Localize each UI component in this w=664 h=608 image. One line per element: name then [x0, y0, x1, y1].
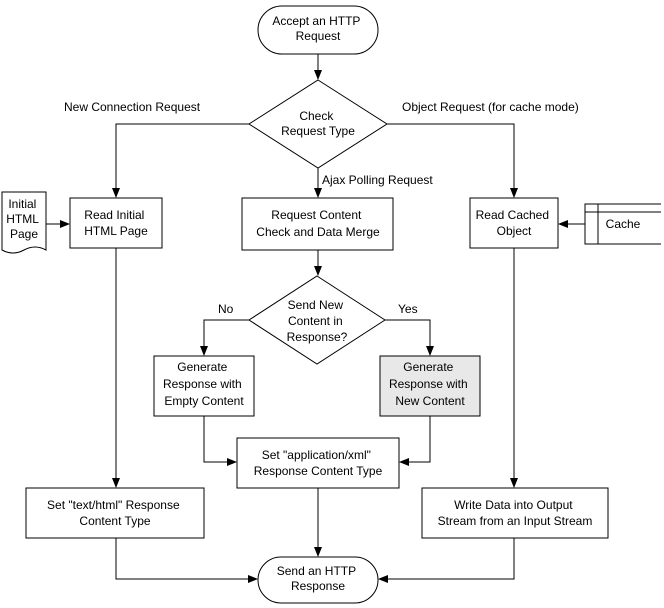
- node-cache-store: Cache: [584, 203, 661, 245]
- edge-check-to-read-cached: [387, 123, 515, 190]
- arrowhead: [399, 458, 409, 466]
- arrowhead: [426, 346, 434, 356]
- arrowhead: [314, 547, 322, 557]
- node-label: Check Request Type: [281, 109, 355, 138]
- edge-labels: New Connection Request Object Request (f…: [64, 100, 579, 316]
- node-read-cached-object: Read Cached Object: [469, 197, 559, 249]
- node-label: Accept an HTTP Request: [272, 14, 363, 43]
- node-generate-new-response: Generate Response with New Content: [379, 355, 481, 417]
- arrowhead: [200, 346, 208, 356]
- arrowhead: [510, 188, 518, 198]
- arrowhead: [60, 220, 70, 228]
- node-write-output-stream: Write Data into Output Stream from an In…: [421, 487, 609, 539]
- edge-decision-to-empty: [203, 319, 249, 347]
- node-label: Read Initial HTML Page: [84, 208, 148, 238]
- node-label: Send an HTTP Response: [277, 564, 360, 593]
- edge-decision-to-new: [385, 319, 431, 347]
- arrowhead: [314, 266, 322, 276]
- node-send-response: Send an HTTP Response: [257, 556, 379, 604]
- node-label: Cache: [606, 217, 641, 231]
- arrowhead: [314, 70, 322, 80]
- node-initial-html-page-document: Initial HTML Page: [1, 191, 47, 254]
- edges: [46, 54, 585, 583]
- node-accept-request: Accept an HTTP Request: [257, 5, 379, 55]
- arrowhead: [314, 188, 322, 198]
- arrowhead: [378, 575, 388, 583]
- node-label: Send New Content in Response?: [287, 298, 348, 344]
- edge-html-to-send: [115, 538, 248, 580]
- arrowhead: [112, 188, 120, 198]
- node-label: Write Data into Output Stream from an In…: [438, 498, 593, 528]
- label-object-request: Object Request (for cache mode): [402, 100, 579, 114]
- arrowhead: [248, 575, 258, 583]
- label-yes: Yes: [398, 302, 418, 316]
- edge-new-to-xml: [408, 416, 431, 463]
- edge-empty-to-xml: [203, 416, 228, 463]
- edge-check-to-read-initial: [115, 123, 249, 190]
- nodes: Accept an HTTP Request Check Request Typ…: [1, 5, 661, 604]
- node-label: Set "application/xml" Response Content T…: [254, 448, 383, 478]
- arrowhead: [510, 478, 518, 488]
- node-set-xml-content-type: Set "application/xml" Response Content T…: [236, 437, 400, 489]
- arrowhead: [112, 478, 120, 488]
- node-label: Set "text/html" Response Content Type: [47, 498, 183, 528]
- node-label: Generate Response with Empty Content: [163, 360, 245, 408]
- node-label: Request Content Check and Data Merge: [256, 208, 380, 239]
- node-set-html-content-type: Set "text/html" Response Content Type: [25, 487, 205, 539]
- label-no: No: [218, 302, 234, 316]
- node-label: Generate Response with New Content: [389, 360, 471, 408]
- node-check-request-type: Check Request Type: [248, 79, 388, 169]
- node-label: Read Cached Object: [476, 208, 553, 238]
- node-send-new-content-decision: Send New Content in Response?: [248, 275, 386, 365]
- node-generate-empty-response: Generate Response with Empty Content: [153, 355, 255, 417]
- arrowhead: [227, 458, 237, 466]
- node-read-initial-html: Read Initial HTML Page: [69, 197, 163, 249]
- arrowhead: [558, 220, 568, 228]
- edge-write-to-send: [387, 538, 515, 580]
- label-new-connection-request: New Connection Request: [64, 100, 201, 114]
- node-label: Initial HTML Page: [6, 197, 42, 241]
- label-ajax-polling-request: Ajax Polling Request: [322, 173, 433, 187]
- node-request-content-check: Request Content Check and Data Merge: [241, 197, 394, 251]
